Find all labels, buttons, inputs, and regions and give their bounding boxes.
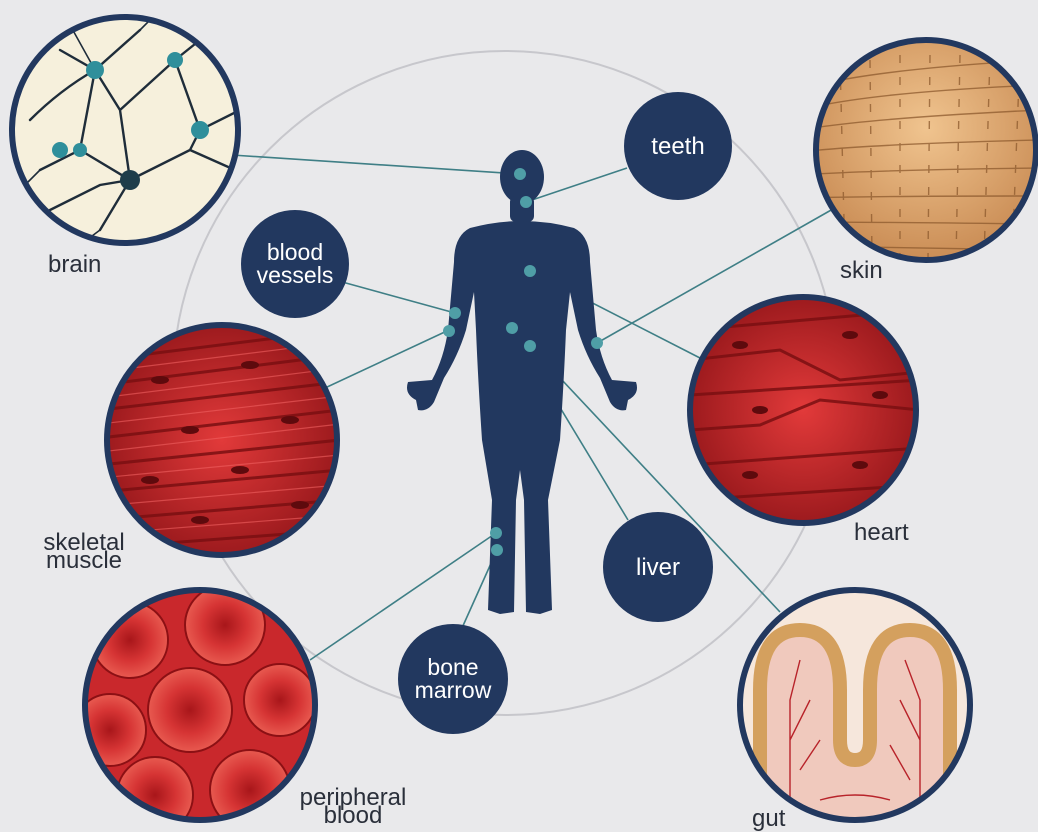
dot-skin <box>591 337 603 349</box>
human-figure <box>407 150 637 614</box>
bubble-blood-vessels-line2: vessels <box>257 264 334 287</box>
bubble-teeth-label: teeth <box>651 135 704 158</box>
dot-peripheral-blood <box>490 527 502 539</box>
label-skeletal-muscle-line2: muscle <box>36 550 132 572</box>
bubble-blood-vessels-line1: blood <box>257 241 334 264</box>
bubble-bone-marrow-line2: marrow <box>415 679 492 702</box>
label-brain: brain <box>48 254 101 276</box>
label-peripheral-blood: peripheral blood <box>290 787 416 827</box>
dot-skeletal-muscle <box>443 325 455 337</box>
label-gut: gut <box>752 808 785 830</box>
dot-liver <box>506 322 518 334</box>
bubble-liver-label: liver <box>636 556 680 579</box>
gut-image <box>740 590 970 830</box>
bubble-teeth: teeth <box>624 92 732 200</box>
label-skeletal-muscle: skeletal muscle <box>36 532 132 572</box>
bubble-bone-marrow: bone marrow <box>398 624 508 734</box>
dot-brain <box>514 168 526 180</box>
bubble-blood-vessels: blood vessels <box>241 210 349 318</box>
label-skin: skin <box>840 260 883 282</box>
dot-blood-vessels <box>449 307 461 319</box>
skeletal-muscle-image <box>100 325 340 555</box>
skin-image <box>800 40 1038 260</box>
bubble-liver: liver <box>603 512 713 622</box>
dot-gut <box>524 340 536 352</box>
dot-teeth <box>520 196 532 208</box>
brain-image <box>12 10 240 245</box>
connector-brain <box>232 155 520 174</box>
connector-blood-vessels <box>335 280 455 313</box>
bubble-bone-marrow-line1: bone <box>415 656 492 679</box>
dot-bone-marrow <box>491 544 503 556</box>
peripheral-blood-image <box>74 585 316 831</box>
label-heart: heart <box>854 522 909 544</box>
dot-heart <box>524 265 536 277</box>
heart-image <box>690 297 920 523</box>
